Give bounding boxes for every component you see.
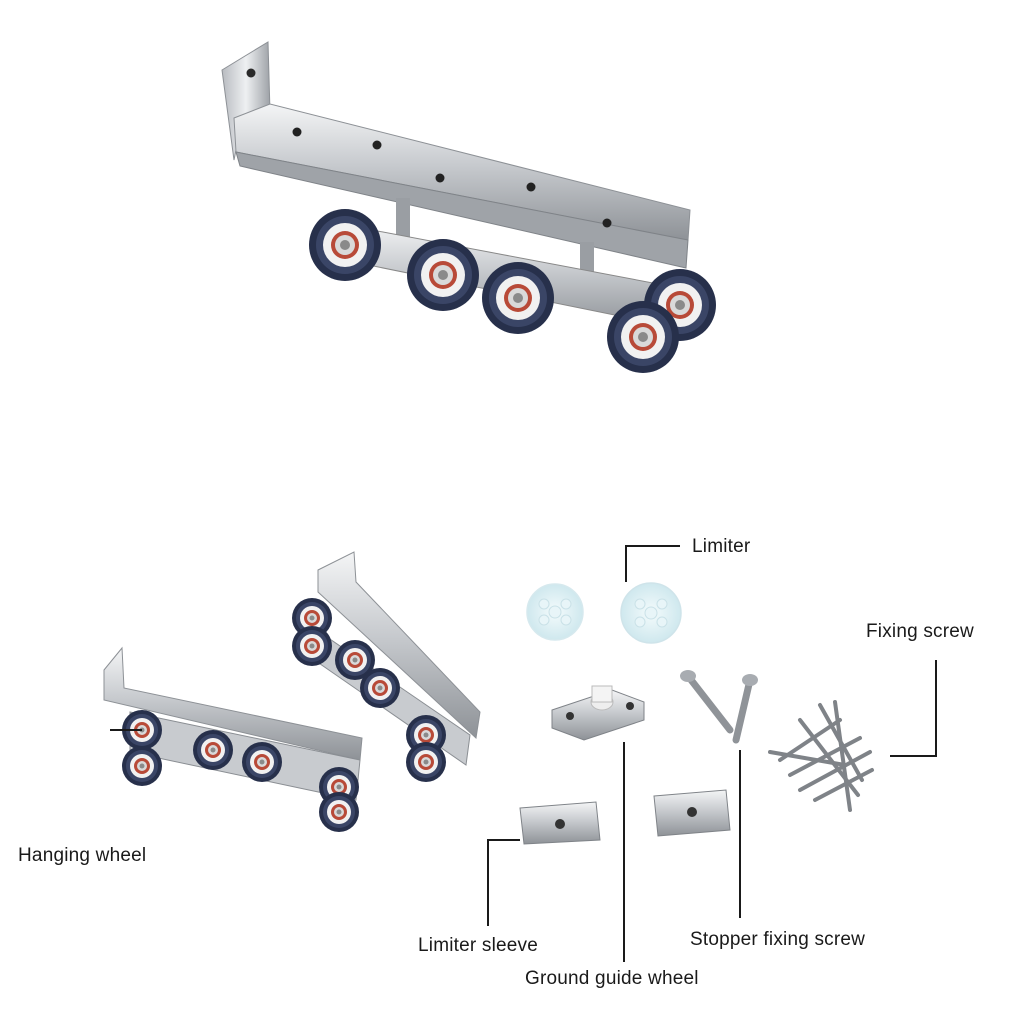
limiter-parts <box>526 582 682 644</box>
limiter-label: Limiter <box>692 536 751 557</box>
limiter-sleeve-label: Limiter sleeve <box>418 935 539 956</box>
fixing-screw-label: Fixing screw <box>866 621 974 642</box>
leader-lines <box>110 545 937 962</box>
hanging-wheel-set-front <box>103 646 363 832</box>
stopper-fixing-screws <box>680 670 758 744</box>
ground-guide-wheel-label: Ground guide wheel <box>525 968 699 989</box>
stopper-fixing-screw-label: Stopper fixing screw <box>690 929 866 950</box>
limiter-sleeves <box>519 789 731 845</box>
wheel-carriage <box>309 209 716 373</box>
ground-guide-wheel <box>551 685 645 741</box>
hanger-bracket <box>221 41 691 269</box>
hanging-wheel-set-back <box>292 551 481 782</box>
fixing-screws <box>768 700 874 812</box>
hanging-wheel-label: Hanging wheel <box>18 845 147 866</box>
